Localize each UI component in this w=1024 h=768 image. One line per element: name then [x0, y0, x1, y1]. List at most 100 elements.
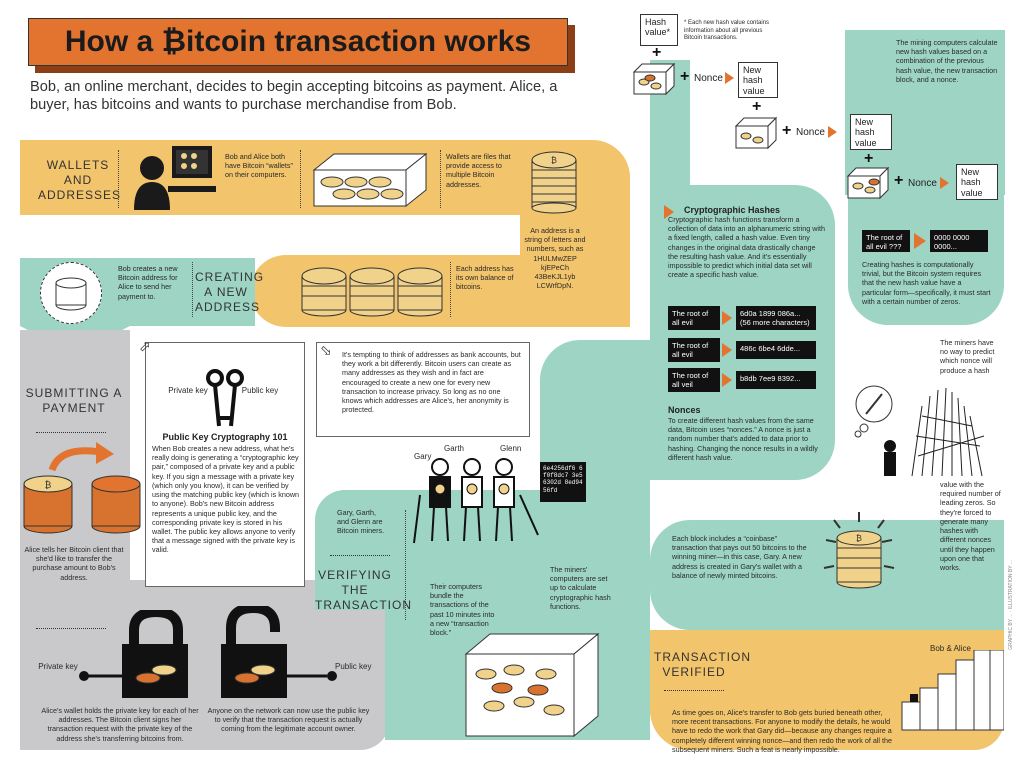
- zeros-input-text: The root of all evil ???: [866, 233, 903, 251]
- svg-text:₿: ₿: [856, 534, 862, 543]
- divider: [300, 150, 301, 208]
- mining-footnote: * Each new hash value contains informati…: [684, 20, 770, 42]
- predict-text-2: value with the required number of leadin…: [940, 480, 1001, 572]
- hash-output-2: 486c 6be4 6dde...: [736, 341, 816, 359]
- nonces-text: To create different hash values from the…: [668, 416, 818, 462]
- divider: [450, 262, 451, 317]
- hashes-band: [650, 185, 835, 480]
- block-icon: [846, 166, 890, 200]
- anonymity-text: It's tempting to think of addresses as b…: [342, 350, 521, 415]
- arrow-icon: [940, 177, 949, 189]
- submitting-right-text: Anyone on the network can now use the pu…: [207, 706, 370, 734]
- plus-icon: +: [752, 98, 762, 115]
- mining-text: The mining computers calculate new hash …: [896, 38, 998, 84]
- address-coins-illustration: [300, 262, 445, 320]
- zeros-band: [848, 195, 1004, 325]
- pkc-arrow-icon: ⬀: [139, 338, 151, 354]
- gary-label: Gary: [414, 452, 432, 461]
- anonymity-arrow-icon: ⬂: [320, 342, 332, 358]
- miners-illustration: [410, 455, 545, 545]
- hash-arrow-2: [722, 343, 732, 357]
- nonce-label: Nonce: [796, 127, 825, 138]
- wallet-coins-illustration: [310, 150, 430, 210]
- coin-stack-illustration: ₿: [530, 148, 578, 214]
- pkc-text: When Bob creates a new address, what he'…: [152, 444, 300, 555]
- verifying-text-2: Their computers bundle the transactions …: [430, 582, 495, 638]
- nonces-title: Nonces: [668, 405, 701, 415]
- hash-output-1: 6d0a 1899 086a... (56 more characters): [736, 306, 816, 330]
- verifying-band: [315, 490, 385, 610]
- hash-input-3: The root of all veil: [668, 368, 720, 392]
- submitting-left-text: Alice's wallet holds the private key for…: [41, 706, 199, 743]
- title-banner: How a ₿itcoin transaction works: [28, 18, 568, 66]
- hashes-title: Cryptographic Hashes: [684, 205, 781, 215]
- page-title: How a ₿itcoin transaction works: [64, 25, 532, 58]
- coinbase-band: [650, 520, 1004, 630]
- private-lock-illustration: [78, 610, 188, 700]
- submitting-text: Alice tells her Bitcoin client that she'…: [24, 545, 124, 582]
- divider: [192, 262, 193, 317]
- wallets-text-2: Wallets are files that provide access to…: [446, 152, 511, 189]
- pkc-private-label: Private key: [168, 386, 208, 395]
- zeros-text: Creating hashes is computationally trivi…: [862, 260, 991, 306]
- hash-arrow-1: [722, 311, 732, 325]
- predict-text-1: The miners have no way to predict which …: [940, 338, 995, 375]
- keys-icon: [203, 368, 247, 430]
- block-icon: [632, 62, 676, 96]
- hashes-text: Cryptographic hash functions transform a…: [668, 215, 826, 280]
- hash-output-3: b8db 7ee9 8392...: [736, 371, 816, 389]
- transaction-block-illustration: [462, 630, 602, 740]
- payment-transfer-illustration: ₿: [20, 440, 150, 540]
- pkc-title: Public Key Cryptography 101: [162, 432, 288, 442]
- divider: [36, 432, 106, 433]
- wallets-text-4: Each address has its own balance of bitc…: [456, 264, 514, 292]
- new-hash-box-3: New hash value: [956, 164, 998, 200]
- pkc-box: [145, 342, 305, 587]
- private-key-label: Private key: [38, 662, 78, 671]
- coinbase-text: Each block includes a “coinbase” transac…: [672, 534, 807, 580]
- verifying-text-3: The miners' computers are set up to calc…: [550, 565, 611, 611]
- hash-input-1: The root of all evil: [668, 306, 720, 330]
- public-key-label: Public key: [335, 662, 372, 671]
- wallets-heading: WALLETS AND ADDRESSES: [38, 158, 122, 202]
- hash-arrow-3: [722, 373, 732, 387]
- new-hash-box-2: New hash value: [850, 114, 892, 150]
- miner-computer-screen: 6e4256df6 6f0f8dc7 3e56302d 8ed9456fd: [540, 462, 586, 502]
- svg-text:₿: ₿: [45, 480, 52, 490]
- zeros-input: The root of all evil ???: [862, 230, 910, 252]
- plus-icon: +: [894, 172, 904, 189]
- nonce-label: Nonce: [908, 178, 937, 189]
- anonymity-box: [316, 342, 530, 437]
- bob-alice-label: Bob & Alice: [930, 644, 971, 653]
- coinbase-coins-illustration: ₿: [818, 510, 900, 592]
- verified-heading: TRANSACTION VERIFIED: [654, 650, 752, 679]
- miner-thinking-illustration: [852, 376, 992, 486]
- zeros-output: 0000 0000 0000...: [930, 230, 988, 252]
- divider: [330, 555, 390, 556]
- plus-icon: +: [652, 44, 662, 61]
- wallets-text-3: An address is a string of letters and nu…: [524, 226, 586, 291]
- glenn-label: Glenn: [500, 444, 522, 453]
- pkc-public-label: Public key: [241, 386, 279, 395]
- computer-user-illustration: [128, 142, 218, 212]
- arrow-icon: [725, 72, 734, 84]
- plus-icon: +: [864, 150, 874, 167]
- svg-text:₿: ₿: [551, 156, 557, 165]
- arrow-icon: [828, 126, 837, 138]
- verifying-text-1: Gary, Garth, and Glenn are Bitcoin miner…: [337, 508, 385, 536]
- verified-text: As time goes on, Alice's transfer to Bob…: [672, 708, 893, 754]
- garth-label: Garth: [444, 444, 465, 453]
- public-lock-illustration: [215, 606, 340, 700]
- submitting-heading: SUBMITTING A PAYMENT: [25, 386, 123, 415]
- blockchain-stairs-illustration: [900, 650, 1004, 732]
- divider: [118, 150, 119, 208]
- arrow-icon: [914, 233, 926, 249]
- plus-icon: +: [782, 122, 792, 139]
- credit-text: GRAPHIC BY ... · ILLUSTRATION BY ...: [1008, 560, 1014, 650]
- new-hash-box-1: New hash value: [738, 62, 778, 98]
- nonce-label: Nonce: [694, 73, 723, 84]
- hash-value-box: Hash value*: [640, 14, 678, 46]
- verifying-heading: VERIFYING THE TRANSACTION: [315, 568, 413, 612]
- divider: [36, 628, 106, 629]
- plus-icon: +: [680, 68, 690, 85]
